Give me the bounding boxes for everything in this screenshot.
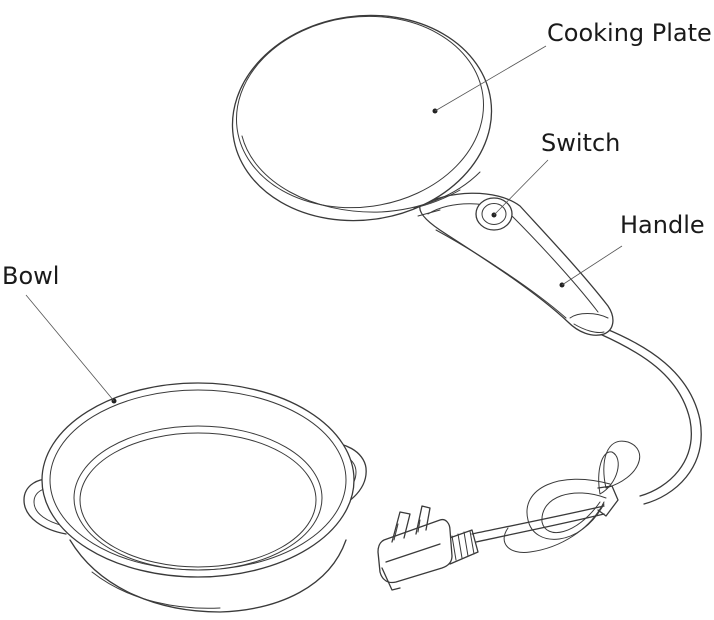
power-cord — [443, 327, 702, 565]
bowl-label: Bowl — [2, 262, 60, 290]
power-plug — [377, 505, 453, 591]
leader-bowl — [25, 294, 115, 402]
switch-label: Switch — [541, 129, 621, 157]
handle-label: Handle — [620, 211, 705, 239]
cooking-plate-drawing — [231, 14, 493, 222]
cooking-plate-label: Cooking Plate — [547, 19, 712, 47]
leader-lines — [25, 45, 623, 402]
leader-handle — [561, 245, 623, 286]
switch-drawing — [475, 197, 513, 231]
handle-drawing — [419, 192, 614, 336]
bowl-drawing — [23, 382, 367, 613]
leader-switch — [493, 159, 549, 216]
leader-cooking-plate — [434, 45, 547, 112]
